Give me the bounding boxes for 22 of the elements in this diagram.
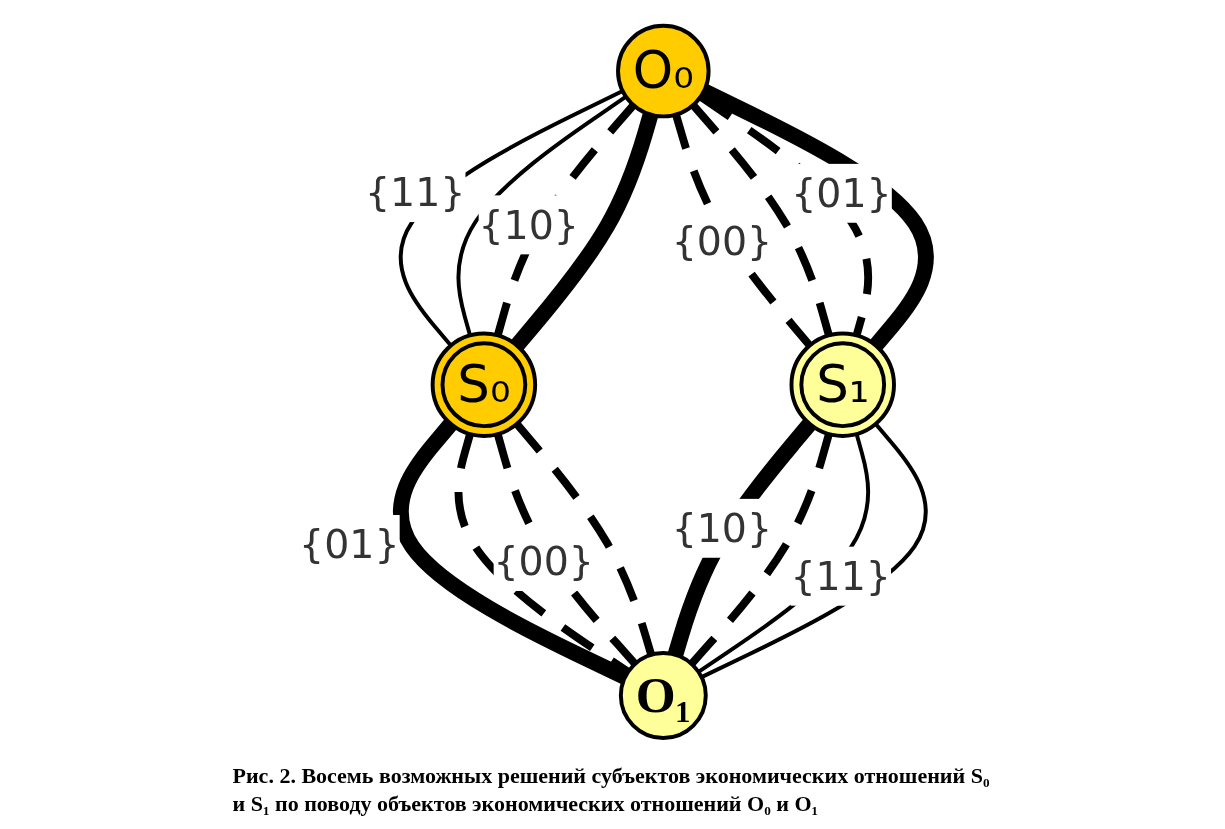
- edge-label: {10}: [671, 504, 773, 552]
- node-circle: O₀: [616, 23, 711, 119]
- edge-label: {00}: [493, 537, 594, 586]
- edge-label: {00}: [671, 217, 773, 265]
- edge-label: {10}: [478, 201, 579, 249]
- node-circle: S₁: [789, 331, 896, 438]
- connector: [398, 89, 624, 347]
- connector: [667, 418, 816, 658]
- connector: [513, 421, 655, 656]
- edge-label: {11}: [364, 168, 466, 217]
- node-circle: S₀: [430, 331, 538, 438]
- connector: [510, 112, 659, 351]
- edge-label: {01}: [791, 169, 892, 217]
- edge-label: {11}: [790, 552, 891, 600]
- connector: [688, 433, 833, 667]
- connector: [456, 95, 628, 336]
- edge-label: {01}: [299, 520, 400, 569]
- connector: [393, 418, 629, 685]
- figure-caption: Рис. 2. Восемь возможных решений субъектов экономических отношений S₀ и S₁ по поводу объектов экономических отношений O₀ и O₁: [232, 761, 991, 819]
- node-circle: O₁: [618, 651, 708, 740]
- connector: [690, 102, 833, 337]
- connector: [493, 433, 638, 667]
